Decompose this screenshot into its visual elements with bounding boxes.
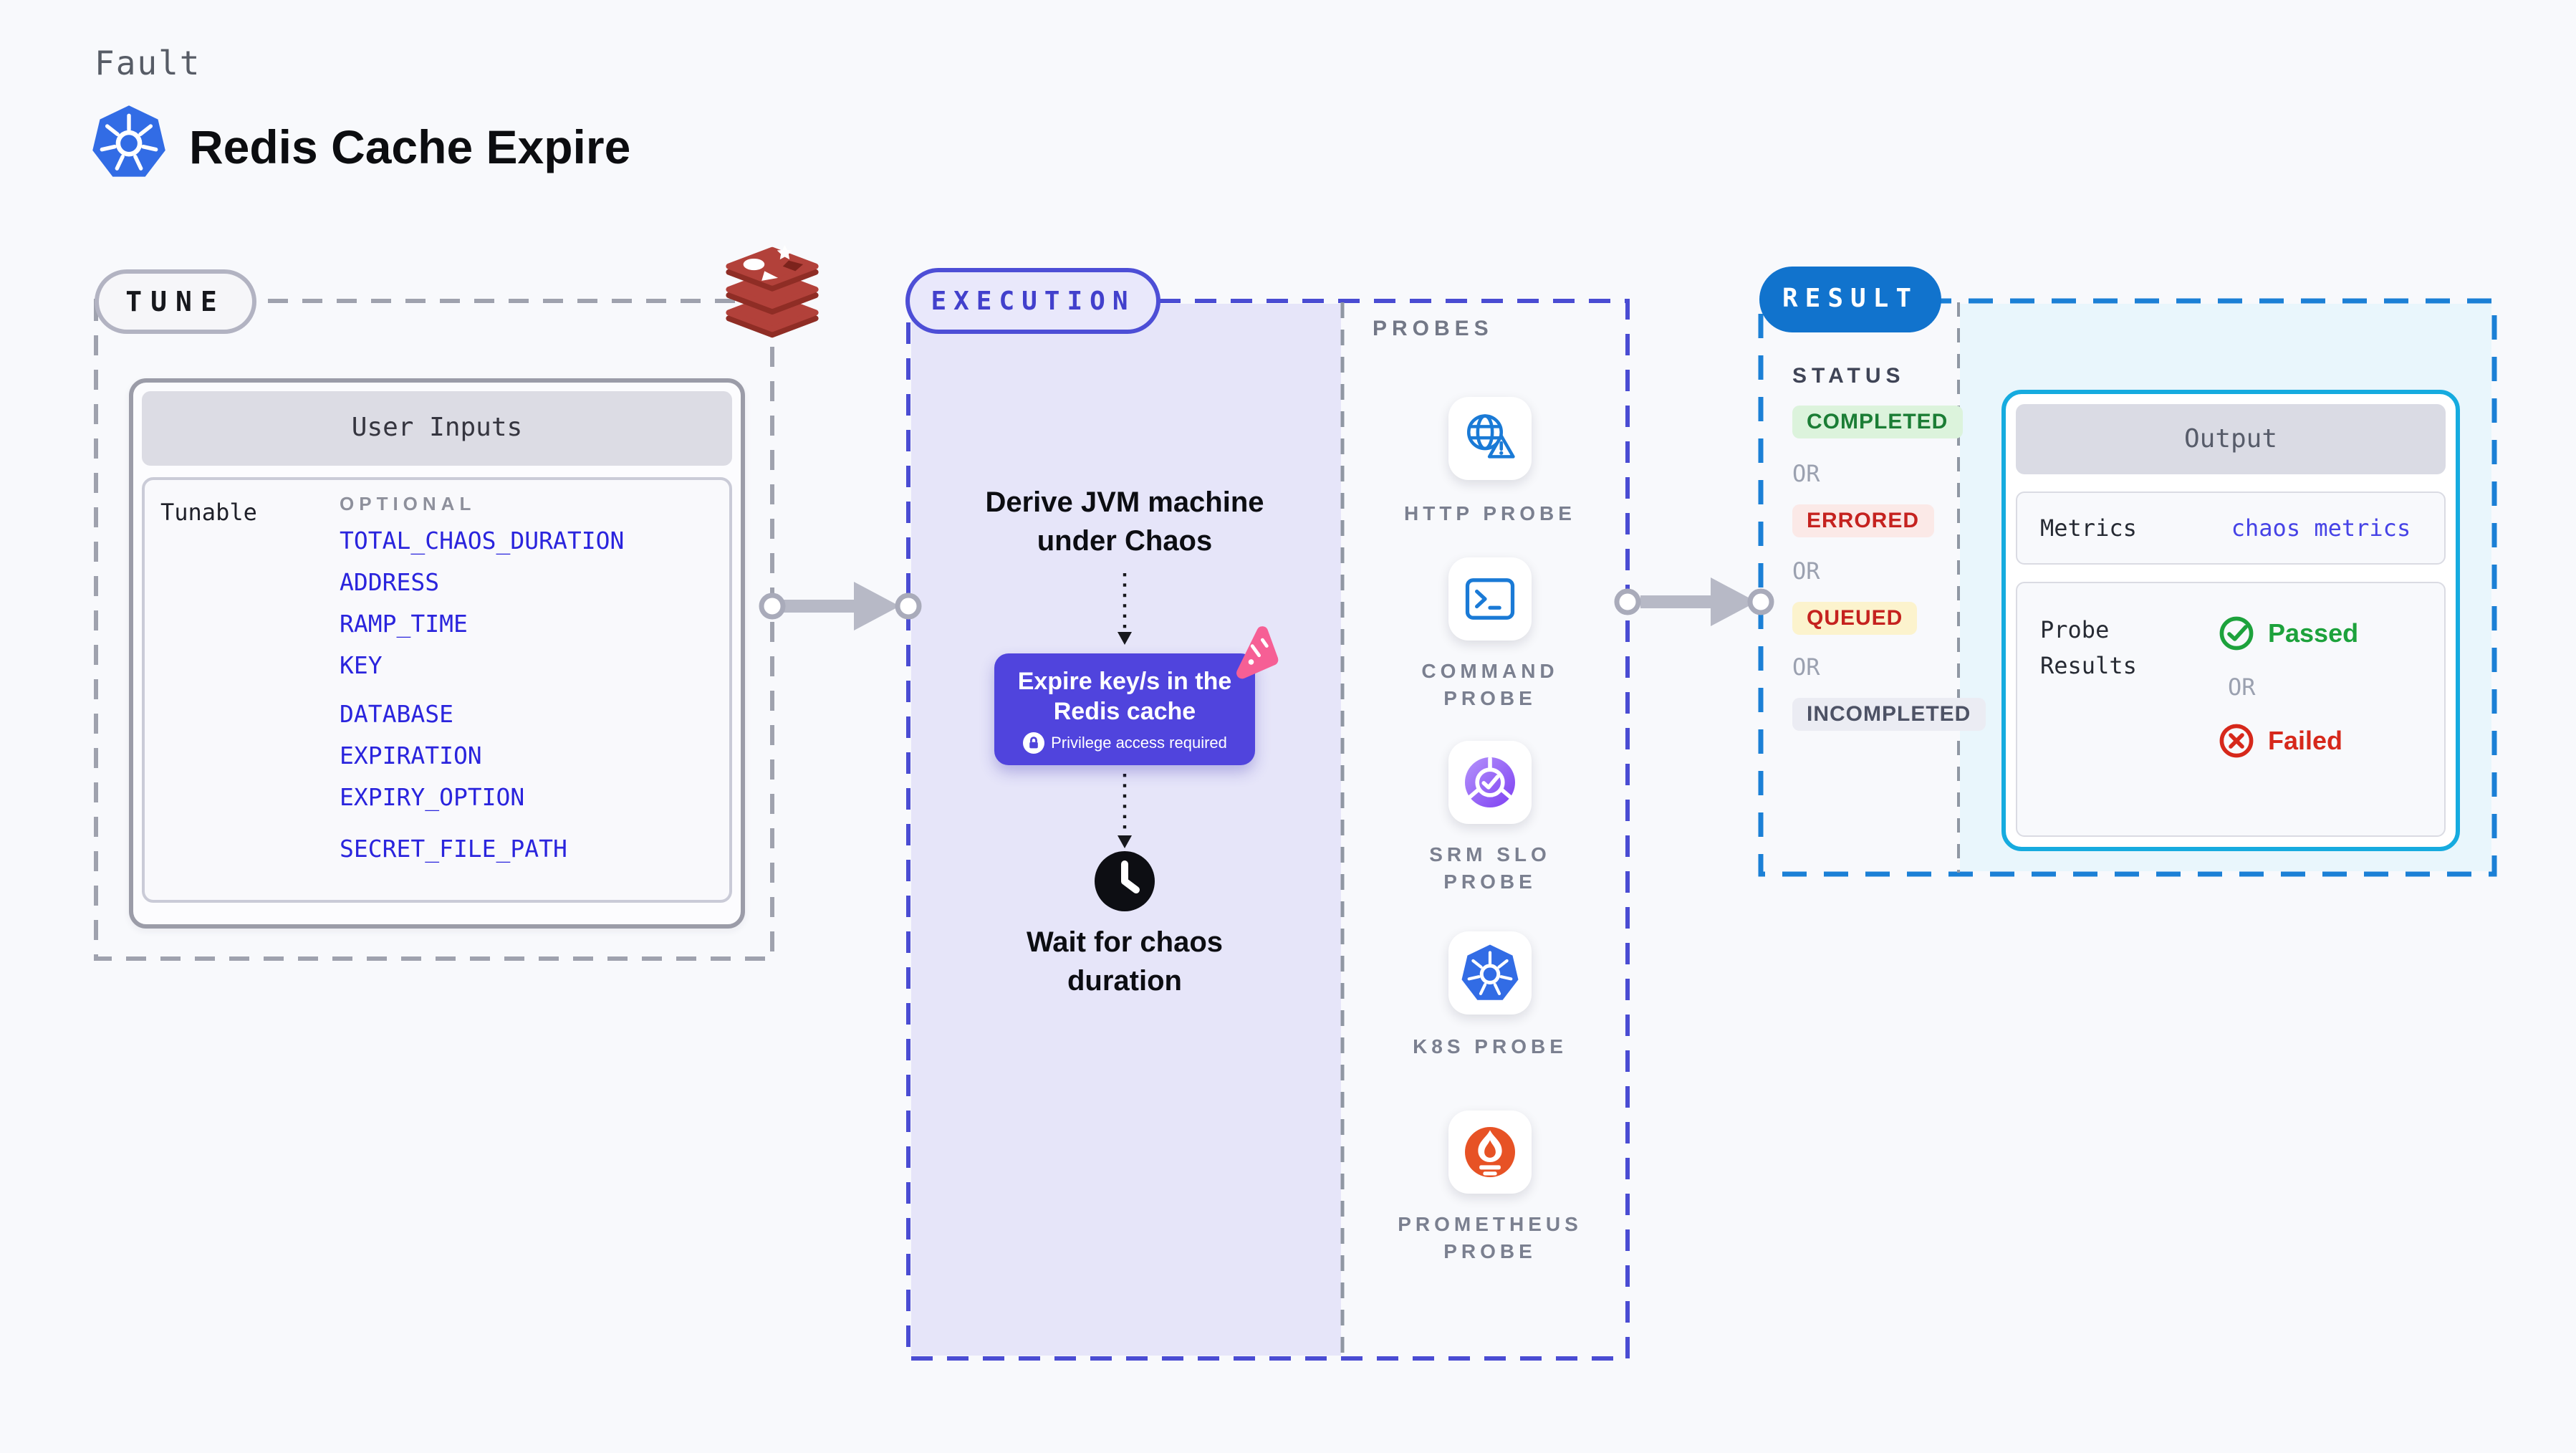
status-label: STATUS bbox=[1792, 364, 1905, 388]
or-separator: OR bbox=[1792, 460, 1820, 487]
globe-warning-icon bbox=[1466, 414, 1515, 459]
param-secret-file-path[interactable]: SECRET_FILE_PATH bbox=[340, 835, 567, 863]
execution-area-fill bbox=[911, 304, 1341, 1356]
param-key[interactable]: KEY bbox=[340, 652, 383, 679]
execution-pill: EXECUTION bbox=[905, 268, 1160, 334]
redis-icon bbox=[719, 241, 825, 345]
http-probe-label: HTTP PROBE bbox=[1404, 502, 1576, 524]
param-ramp-time[interactable]: RAMP_TIME bbox=[340, 610, 468, 638]
action-node-label: Expire key/s in the Redis cache bbox=[1017, 668, 1232, 725]
prometheus-probe-card bbox=[1448, 1111, 1532, 1194]
k8s-probe-label: K8S PROBE bbox=[1413, 1035, 1567, 1058]
param-address[interactable]: ADDRESS bbox=[340, 569, 440, 596]
output-header: Output bbox=[2016, 404, 2446, 474]
user-inputs-header: User Inputs bbox=[142, 391, 732, 466]
tunable-label: Tunable bbox=[160, 499, 257, 526]
or-separator: OR bbox=[1792, 557, 1820, 585]
or-separator: OR bbox=[2228, 673, 2256, 701]
action-node: Expire key/s in the Redis cache Privileg… bbox=[994, 626, 1279, 765]
slo-gauge-icon bbox=[1465, 756, 1515, 807]
wait-node: Wait for chaos duration bbox=[1026, 927, 1224, 997]
failed-label: Failed bbox=[2268, 726, 2343, 754]
privilege-note: Privilege access required bbox=[1051, 734, 1227, 752]
status-badge-incompleted: INCOMPLETED bbox=[1792, 698, 1986, 731]
status-badge-queued: QUEUED bbox=[1792, 602, 1918, 635]
metrics-value-link[interactable]: chaos metrics bbox=[2231, 514, 2411, 542]
x-circle-icon bbox=[2219, 724, 2254, 758]
command-probe-card bbox=[1448, 557, 1532, 641]
srm-slo-probe-card bbox=[1448, 741, 1532, 824]
kubernetes-icon bbox=[90, 103, 168, 188]
kubernetes-icon bbox=[1461, 944, 1519, 1000]
clock-icon bbox=[1092, 848, 1158, 921]
passed-label: Passed bbox=[2268, 618, 2359, 647]
result-pill: RESULT bbox=[1759, 267, 1941, 332]
chaos-fault-icon bbox=[1221, 625, 1282, 691]
fault-kicker: Fault bbox=[95, 46, 201, 83]
param-total-chaos-duration[interactable]: TOTAL_CHAOS_DURATION bbox=[340, 527, 625, 555]
metrics-label: Metrics bbox=[2040, 514, 2137, 542]
status-badge-errored: ERRORED bbox=[1792, 504, 1934, 537]
or-separator: OR bbox=[1792, 653, 1820, 681]
derive-node: Derive JVM machine under Chaos bbox=[985, 487, 1264, 557]
terminal-icon bbox=[1465, 578, 1515, 620]
param-expiry-option[interactable]: EXPIRY_OPTION bbox=[340, 784, 525, 811]
param-expiration[interactable]: EXPIRATION bbox=[340, 742, 482, 769]
optional-label: OPTIONAL bbox=[340, 493, 476, 514]
command-probe-label: COMMAND PROBE bbox=[1421, 659, 1559, 709]
srm-slo-probe-label: SRM SLO PROBE bbox=[1429, 843, 1551, 893]
prometheus-flame-icon bbox=[1465, 1127, 1515, 1177]
probe-results-label: Probe Results bbox=[2040, 616, 2137, 679]
tune-pill: TUNE bbox=[95, 269, 256, 334]
lock-icon bbox=[1022, 732, 1044, 754]
probe-results-row: Probe Results Passed OR Failed bbox=[2016, 582, 2446, 837]
arrow-tune-to-execution bbox=[759, 582, 922, 630]
status-badge-completed: COMPLETED bbox=[1792, 406, 1963, 438]
probes-label: PROBES bbox=[1373, 317, 1494, 341]
metrics-row: Metrics chaos metrics bbox=[2016, 491, 2446, 565]
param-database[interactable]: DATABASE bbox=[340, 701, 453, 728]
k8s-probe-card bbox=[1448, 931, 1532, 1015]
check-circle-icon bbox=[2219, 616, 2254, 651]
page-title: Redis Cache Expire bbox=[189, 120, 631, 173]
http-probe-card bbox=[1448, 397, 1532, 480]
prometheus-probe-label: PROMETHEUS PROBE bbox=[1398, 1212, 1582, 1262]
arrow-execution-to-result bbox=[1614, 577, 1774, 626]
